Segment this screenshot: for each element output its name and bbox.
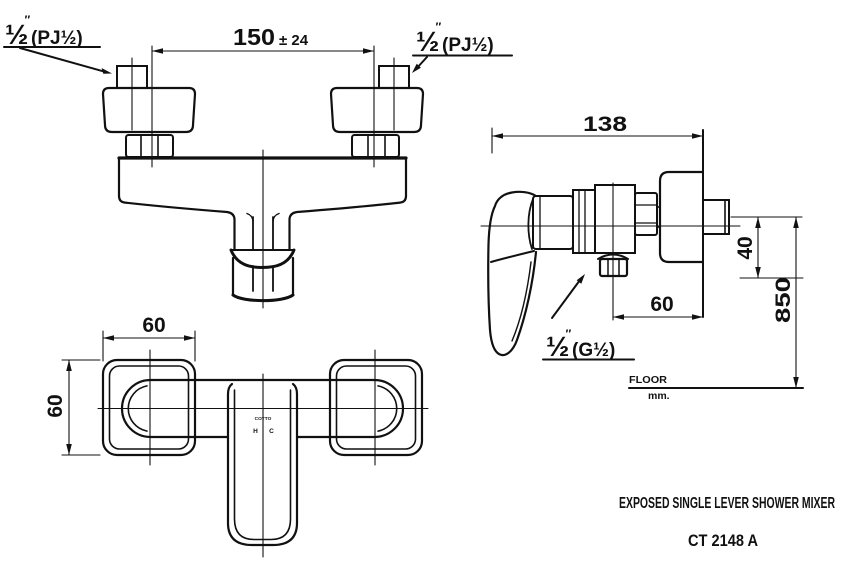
- top-dim-depth: [61, 359, 101, 456]
- side-dim-drop: [730, 216, 804, 279]
- inlet-right-thread: (PJ½): [442, 35, 494, 56]
- dim-center-distance-value: 150: [233, 24, 275, 50]
- side-dim-depth: [491, 127, 704, 154]
- lever-inner-line: [511, 261, 532, 342]
- cold-marker: C: [269, 428, 274, 435]
- lever-hub-boundary: [527, 198, 534, 250]
- arrowhead-top: [66, 360, 72, 371]
- arrowhead-top: [755, 217, 761, 228]
- body-right-outline: [288, 156, 408, 252]
- arrowhead-bottom: [755, 267, 761, 278]
- floor-label: FLOOR: [629, 374, 667, 386]
- arrowhead-right: [692, 314, 703, 320]
- arrowhead-bottom: [793, 377, 799, 388]
- model-code: CT 2148 A: [688, 531, 758, 550]
- side-view: [480, 127, 804, 389]
- pipe-nipple: [702, 199, 730, 235]
- arrowhead-left: [152, 48, 163, 54]
- top-dim-width: [102, 330, 196, 362]
- escutcheon: [101, 86, 197, 134]
- top-dim-depth-value: 60: [44, 394, 67, 417]
- top-view: [61, 330, 429, 558]
- arrowhead-right: [184, 335, 195, 341]
- arrowhead-top: [793, 217, 799, 228]
- brand-logo: COTTO: [255, 416, 272, 422]
- inlet-left-thread: (PJ½): [31, 28, 83, 49]
- dim-center-distance-tolerance: ± 24: [279, 32, 309, 49]
- cartridge-cap: [532, 195, 574, 250]
- side-dim-height-value: 850: [772, 277, 795, 323]
- top-centerlines: [97, 349, 429, 558]
- side-centerlines: [480, 182, 741, 321]
- inlet-left-unit: ″: [25, 13, 31, 27]
- arrowhead-left: [613, 314, 624, 320]
- lever-outline: [487, 190, 538, 357]
- side-outlet-leader: [542, 274, 635, 361]
- side-dim-outlet-to-wall: [612, 314, 704, 320]
- side-dim-height: [793, 216, 799, 389]
- outlet-leader: [551, 279, 581, 319]
- left-leader-arrowhead: [101, 68, 112, 74]
- side-dim-depth-value: 138: [583, 113, 627, 136]
- nut-facets: [634, 204, 658, 224]
- escutcheon-outer: [101, 358, 197, 457]
- arrowhead-right: [692, 133, 703, 139]
- top-left-escutcheon: [101, 358, 197, 457]
- escutcheon-outer: [328, 358, 424, 457]
- outlet-size: ½: [546, 331, 569, 362]
- lever-underside: [490, 250, 535, 263]
- union-nut: [351, 134, 400, 158]
- connector-stub: [656, 206, 661, 228]
- unit-label: mm.: [648, 390, 670, 402]
- inlet-right-size: ½: [416, 26, 439, 57]
- outlet-nut-facets: [607, 258, 620, 277]
- front-dim-center-distance: [151, 45, 375, 168]
- front-view: [3, 45, 513, 309]
- ring-section: [572, 189, 596, 254]
- union-nut: [125, 134, 174, 158]
- front-body: [117, 149, 408, 309]
- spout-neck-curves: [246, 212, 280, 222]
- extension-lines: [102, 330, 196, 362]
- spout-lower-sides: [231, 256, 295, 297]
- spout-inner-lines: [252, 216, 274, 251]
- hot-marker: H: [253, 428, 258, 435]
- front-leaders: [3, 46, 513, 74]
- product-name: EXPOSED SINGLE LEVER SHOWER MIXER: [619, 495, 835, 512]
- top-dim-width-value: 60: [142, 314, 165, 337]
- arrowhead-left: [103, 335, 114, 341]
- front-left-inlet-fitting: [101, 57, 197, 158]
- extension-lines: [151, 45, 375, 168]
- side-dim-drop-value: 40: [734, 236, 757, 259]
- outlet-thread: (G½): [572, 340, 615, 361]
- side-dim-outlet-to-wall-value: 60: [650, 293, 673, 316]
- left-leader: [19, 47, 106, 73]
- spout-lower-inner-lines: [252, 265, 274, 292]
- top-right-escutcheon: [328, 358, 424, 457]
- side-handle: [487, 190, 538, 357]
- valve-block: [594, 184, 636, 254]
- escutcheon-inner: [335, 365, 417, 450]
- extension-lines: [61, 359, 101, 456]
- nut-facets: [367, 134, 386, 158]
- outlet-unit: ″: [566, 327, 572, 341]
- front-right-inlet-fitting: [329, 57, 425, 158]
- body-left-outline: [117, 156, 236, 252]
- inlet-left-size: ½: [5, 19, 28, 50]
- inlet-right-unit: ″: [436, 20, 442, 34]
- arrowhead-left: [492, 133, 503, 139]
- arrowhead-bottom: [66, 444, 72, 455]
- right-leader-arrowhead: [412, 63, 421, 73]
- arrowhead-right: [363, 48, 374, 54]
- escutcheon-inner: [108, 365, 190, 450]
- side-body: [532, 170, 730, 278]
- escutcheon: [329, 86, 425, 134]
- outlet-leader-arrowhead: [576, 274, 585, 284]
- wall-escutcheon: [658, 170, 705, 264]
- ring-grooves: [578, 189, 586, 254]
- union-nut: [634, 192, 658, 236]
- nut-facets: [140, 134, 159, 158]
